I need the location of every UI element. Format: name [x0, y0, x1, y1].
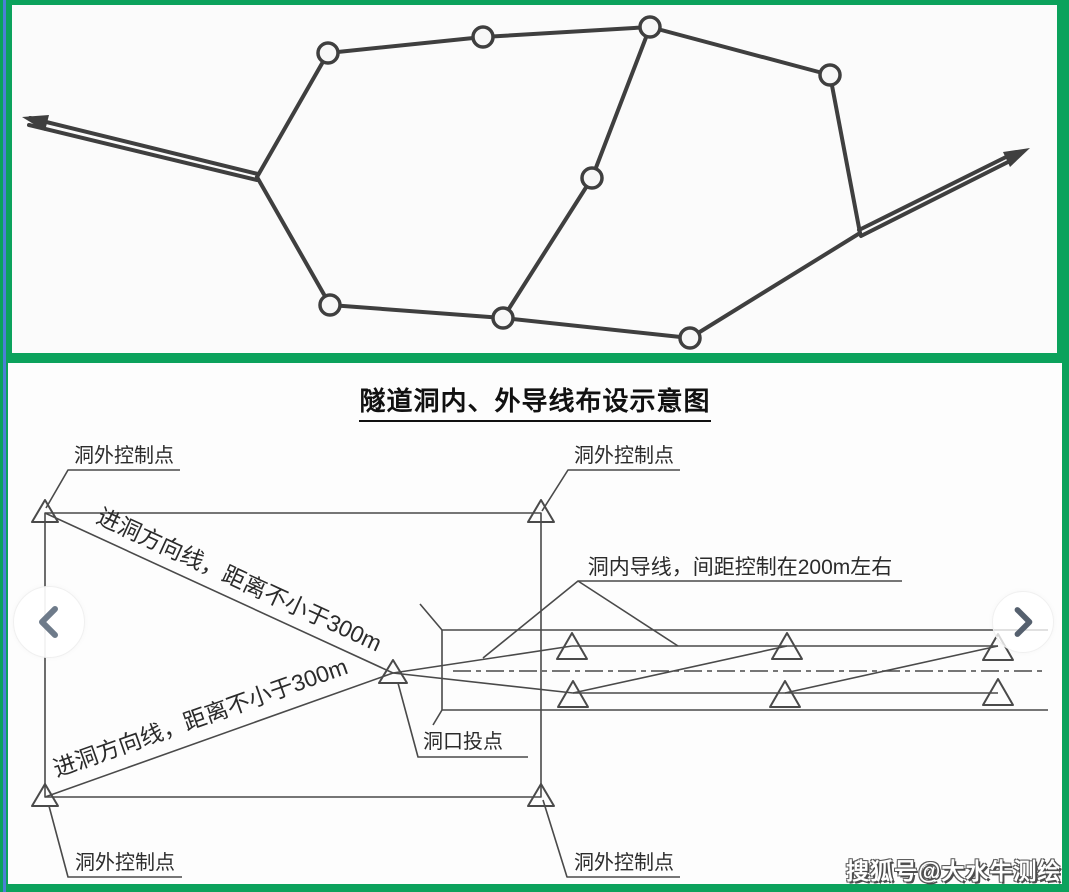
- tunnel-layout-panel: 隧道洞内、外导线布设示意图: [8, 363, 1062, 884]
- diagram-title-text: 隧道洞内、外导线布设示意图: [359, 381, 711, 422]
- arrowhead-left-icon: [22, 115, 49, 131]
- label-leader-lines: [45, 469, 902, 878]
- carousel-prev-button[interactable]: [13, 586, 85, 658]
- entry-direction-line-label-lower: 进洞方向线，距离不小于300m: [50, 653, 351, 782]
- baseline-double-line-left: [22, 115, 260, 182]
- inner-traverse-station-triangles: [556, 632, 1014, 708]
- network-edges: [255, 25, 862, 340]
- entry-direction-line-label-upper: 进洞方向线，距离不小于300m: [93, 503, 386, 656]
- inner-traverse-label: 洞内导线，间距控制在200m左右: [588, 556, 893, 579]
- outer-control-point-label-bottom-left: 洞外控制点: [75, 851, 175, 874]
- tunnel-outline: [419, 603, 1048, 726]
- baseline-double-line-right: [857, 148, 1030, 238]
- network-nodes: [316, 15, 842, 350]
- entry-direction-lines: [44, 512, 394, 798]
- left-blue-edge: [3, 0, 6, 892]
- outer-control-point-triangles: [31, 499, 555, 807]
- carousel-next-button[interactable]: [992, 591, 1054, 653]
- control-network-diagram: [22, 15, 1030, 350]
- outer-control-rectangle: [44, 512, 542, 798]
- outer-control-point-label-top-left: 洞外控制点: [74, 444, 174, 467]
- diagram-title: 隧道洞内、外导线布设示意图: [8, 381, 1062, 422]
- chevron-left-icon: [39, 606, 58, 638]
- outer-control-point-label-top-right: 洞外控制点: [574, 444, 674, 467]
- chevron-right-icon: [1014, 607, 1033, 637]
- outer-control-point-label-bottom-right: 洞外控制点: [574, 851, 674, 874]
- tunnel-layout-diagram: 洞外控制点 洞外控制点 洞外控制点 洞外控制点 洞口投点 洞内导线，间距控制在2…: [31, 444, 1048, 878]
- network-diagram-panel: [12, 5, 1057, 353]
- portal-projection-triangle: [378, 659, 408, 684]
- inner-traverse-lines: [392, 645, 999, 694]
- portal-projection-point-label: 洞口投点: [423, 730, 503, 753]
- arrowhead-right-icon: [1003, 148, 1030, 167]
- watermark-text: 搜狐号@大水牛测绘: [846, 858, 1062, 884]
